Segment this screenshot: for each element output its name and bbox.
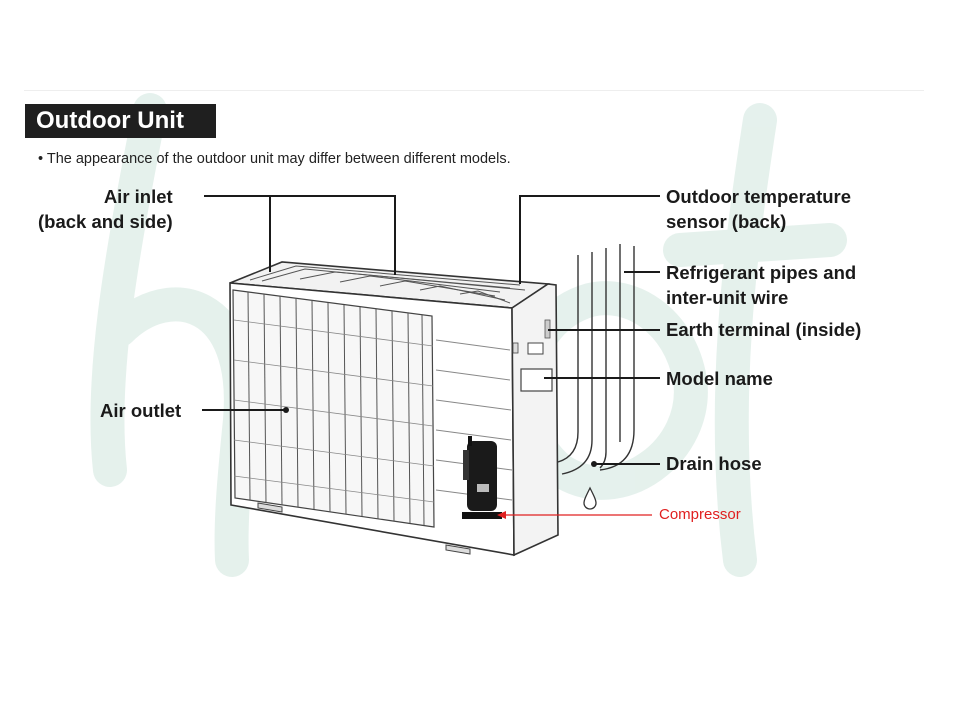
top-vents bbox=[249, 265, 526, 304]
leader-lines bbox=[202, 195, 660, 465]
unit-feet bbox=[257, 502, 471, 555]
air-outlet-marker bbox=[283, 407, 289, 413]
appearance-note: • The appearance of the outdoor unit may… bbox=[38, 151, 511, 167]
earth-terminal-cover bbox=[527, 342, 544, 355]
refrigerant-pipes bbox=[557, 244, 635, 475]
label-temp-sensor: Outdoor temperature sensor (back) bbox=[666, 184, 851, 234]
drain-hose-marker bbox=[591, 461, 597, 467]
fan-grille bbox=[232, 289, 435, 528]
compressor-pointer-arrow bbox=[497, 511, 506, 519]
water-drop-icon bbox=[583, 486, 597, 510]
label-refrigerant-pipes: Refrigerant pipes and inter-unit wire bbox=[666, 260, 856, 310]
label-model-name: Model name bbox=[666, 368, 773, 389]
top-divider bbox=[24, 90, 924, 91]
label-temp-sensor-line1: Outdoor temperature bbox=[666, 186, 852, 207]
model-name-plate bbox=[520, 368, 553, 392]
label-pipes-line2: inter-unit wire bbox=[666, 287, 789, 308]
compressor-illustration bbox=[462, 436, 502, 519]
label-air-inlet-line2: (back and side) bbox=[38, 211, 173, 232]
label-pipes-line1: Refrigerant pipes and bbox=[666, 262, 857, 283]
unit-side bbox=[511, 283, 559, 557]
label-earth-terminal: Earth terminal (inside) bbox=[666, 319, 862, 340]
label-air-outlet: Air outlet bbox=[100, 400, 182, 421]
side-handle bbox=[512, 342, 519, 354]
label-compressor: Compressor bbox=[659, 506, 741, 523]
label-air-inlet: Air inlet (back and side) bbox=[38, 184, 173, 234]
label-drain-hose: Drain hose bbox=[666, 453, 762, 474]
section-heading: Outdoor Unit bbox=[25, 104, 216, 138]
label-temp-sensor-line2: sensor (back) bbox=[666, 211, 787, 232]
label-air-inlet-line1: Air inlet bbox=[103, 186, 173, 207]
